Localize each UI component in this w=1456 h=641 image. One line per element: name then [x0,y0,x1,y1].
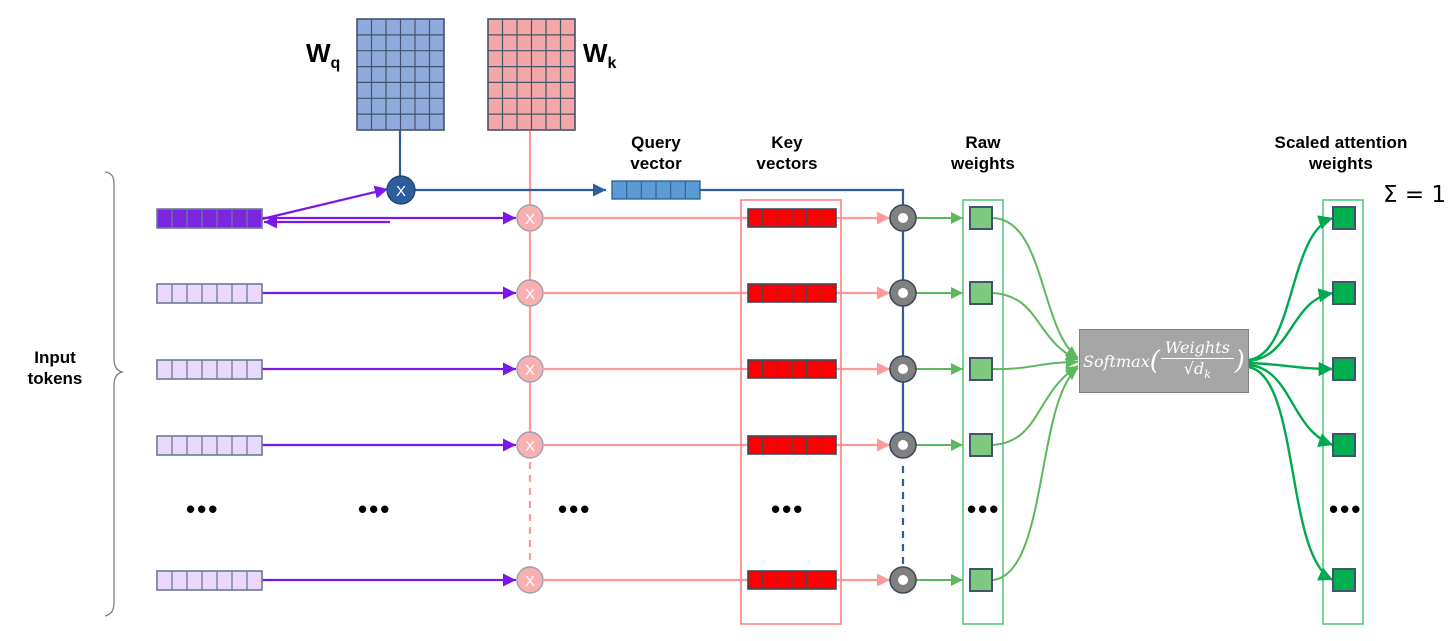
key-vectors [747,208,837,590]
sum-equals-one-annotation: Σ = 1 [1383,182,1447,208]
key-vector-row [747,570,837,590]
dot-product-nodes[interactable] [889,204,917,594]
wq-matrix-label: Wq [306,38,341,73]
query-vector [611,180,701,200]
key-vector-row [747,359,837,379]
query-vector-header: Query vector [596,133,716,174]
key-vectors-header-line1: Key [771,133,803,152]
token-to-multiply-lines [261,185,516,587]
wk-matrix-label: Wk [583,38,617,73]
ellipsis-key-vectors: ••• [771,494,805,524]
key-vector-lines [544,211,890,587]
key-multiply-nodes[interactable]: X X X X X [516,204,544,594]
key-vector-row [747,435,837,455]
svg-text:X: X [525,362,535,379]
key-vector-row [747,283,837,303]
ellipsis-multiply: ••• [358,494,392,524]
token-row [156,570,263,591]
scaled-weight-squares [1332,206,1356,592]
softmax-function-name: Softmax [1083,351,1150,371]
svg-text:X: X [525,573,535,590]
scaled-weights-group-box [1322,199,1364,625]
softmax-open-paren: ( [1149,346,1160,376]
query-vector-header-line2: vector [630,153,682,173]
raw-weights-header-line2: weights [951,153,1015,173]
input-tokens-label-line2: tokens [27,368,83,388]
input-tokens-brace [104,171,125,617]
softmax-close-paren: ) [1234,346,1245,376]
svg-text:X: X [525,211,535,228]
svg-text:X: X [525,286,535,303]
query-weight-matrix [356,18,445,131]
softmax-output-curves [1247,215,1334,582]
token-row [156,283,263,304]
input-tokens-label-line1: Input [34,348,76,367]
softmax-input-curves [992,217,1079,581]
query-vector-header-line1: Query [631,133,681,152]
scaled-weights-header-line1: Scaled attention [1274,133,1408,152]
input-tokens-label: Input tokens [10,348,100,389]
raw-weights-header: Raw weights [923,133,1043,174]
scaled-weights-header: Scaled attention weights [1251,133,1431,174]
raw-weights-group-box [962,199,1004,625]
token-row [156,435,263,456]
key-weight-matrix [487,18,576,131]
ellipsis-products: ••• [558,494,592,524]
query-flow-line [414,183,905,570]
key-vector-row [747,208,837,228]
svg-text:X: X [525,438,535,455]
ellipsis-raw-weights: ••• [967,494,1001,524]
softmax-formula-box: Softmax(Weights√dk) [1079,329,1249,393]
softmax-fraction: Weights√dk [1160,338,1234,382]
query-multiply-node[interactable]: X [386,175,416,205]
key-vectors-header: Key vectors [727,133,847,174]
raw-weight-squares [969,206,993,592]
token-row-active [156,208,263,229]
key-vectors-header-line2: vectors [756,153,818,173]
fraction-bar [1160,357,1234,359]
scaled-weights-header-line2: weights [1309,153,1373,173]
ellipsis-scaled-weights: ••• [1329,494,1363,524]
ellipsis-tokens: ••• [186,494,220,524]
softmax-denominator: √dk [1183,358,1211,382]
token-row [156,359,263,380]
input-token-vectors [156,208,263,591]
raw-weights-header-line1: Raw [965,133,1001,152]
key-vectors-group-box [740,199,842,625]
softmax-numerator: Weights [1164,338,1230,358]
raw-weight-input-lines [916,212,963,586]
svg-text:X: X [396,183,406,200]
